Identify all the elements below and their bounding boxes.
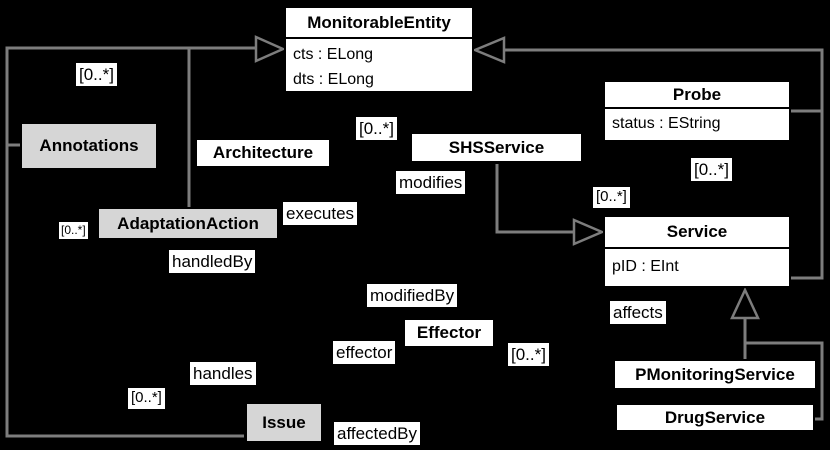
- class-architecture[interactable]: Architecture: [195, 138, 331, 168]
- generalization-arrow-service-left: [572, 218, 606, 246]
- multiplicity-label-adaptationaction: [0..*]: [59, 222, 88, 239]
- class-monitorableentity-attr-cts: cts : ELong: [293, 46, 374, 63]
- role-label-effector: effector: [333, 341, 396, 365]
- role-label-affects: affects: [610, 301, 666, 325]
- class-service[interactable]: Service pID : EInt: [603, 215, 791, 288]
- class-monitorableentity[interactable]: MonitorableEntity cts : ELong dts : ELon…: [284, 6, 474, 93]
- role-label-affectedby: affectedBy: [334, 422, 421, 446]
- class-service-attr-pid: pID : EInt: [612, 258, 679, 275]
- shsservice-to-service-line: [495, 164, 573, 234]
- role-label-handledby: handledBy: [169, 250, 256, 274]
- drugservice-connector-line: [745, 341, 824, 421]
- class-adaptationaction[interactable]: AdaptationAction: [97, 207, 279, 240]
- class-issue[interactable]: Issue: [245, 402, 323, 443]
- multiplicity-label-issue: [0..*]: [128, 388, 165, 409]
- class-pmonitoringservice[interactable]: PMonitoringService: [613, 359, 817, 390]
- generalization-line-right-group: [504, 48, 824, 280]
- class-service-title: Service: [605, 217, 789, 249]
- generalization-line-left-group: [5, 46, 256, 438]
- multiplicity-label-effector: [0..*]: [508, 343, 549, 367]
- role-label-modifiedby: modifiedBy: [367, 284, 458, 308]
- role-label-modifies: modifies: [396, 171, 466, 195]
- class-monitorableentity-title: MonitorableEntity: [286, 8, 472, 39]
- multiplicity-label-shsservice: [0..*]: [356, 117, 397, 141]
- class-drugservice[interactable]: DrugService: [615, 403, 815, 432]
- class-shsservice[interactable]: SHSService: [410, 132, 583, 163]
- multiplicity-label-probe: [0..*]: [691, 158, 732, 182]
- generalization-arrow-monitorableentity-left: [254, 35, 287, 63]
- class-annotations[interactable]: Annotations: [20, 122, 158, 170]
- generalization-arrow-service-bottom: [730, 287, 760, 320]
- class-monitorableentity-attr-dts: dts : ELong: [293, 71, 374, 88]
- multiplicity-label-annotations: [0..*]: [76, 63, 117, 87]
- role-label-executes: executes: [283, 202, 358, 226]
- class-effector[interactable]: Effector: [403, 318, 495, 348]
- class-probe-attr-status: status : EString: [612, 115, 721, 132]
- generalization-arrow-monitorableentity-right: [471, 36, 506, 64]
- multiplicity-label-service: [0..*]: [593, 187, 630, 208]
- class-probe-title: Probe: [605, 82, 789, 109]
- role-label-handles: handles: [190, 362, 256, 386]
- class-probe[interactable]: Probe status : EString: [603, 80, 791, 142]
